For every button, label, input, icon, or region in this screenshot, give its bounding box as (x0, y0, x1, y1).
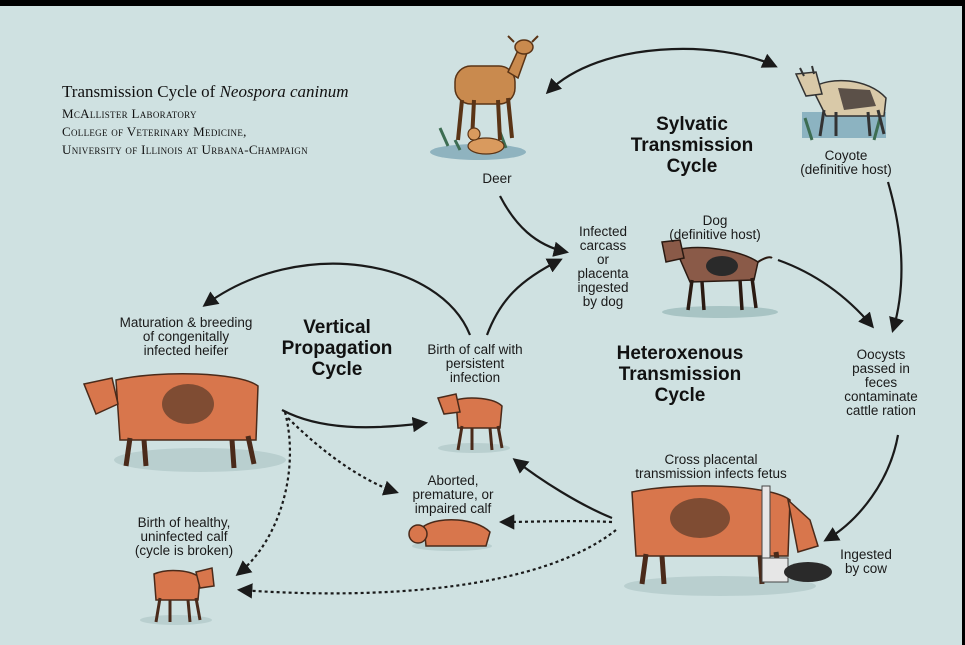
coyote-icon (794, 65, 887, 141)
arrows-solid (202, 47, 904, 542)
heteroxenous-cycle-title: Heteroxenous Transmission Cycle (616, 343, 744, 406)
university-name: University of Illinois at Urbana-Champai… (62, 142, 308, 157)
arrow-dog-oocysts (777, 258, 874, 329)
calf-icon (408, 519, 492, 551)
ingested-label: Ingested by cow (840, 547, 892, 576)
calf-icon (140, 567, 215, 625)
arrow-deer-coyote (545, 47, 778, 95)
arrow-calf-carcass (485, 258, 563, 336)
arrow-heifer-healthy (235, 411, 292, 576)
diagram-canvas (0, 6, 962, 645)
college-name: College of Veterinary Medicine, (62, 124, 247, 139)
cow-icon (624, 485, 819, 596)
healthy-calf-label: Birth of healthy, uninfected calf (cycle… (134, 515, 234, 558)
arrow-oocysts-cow (823, 434, 900, 542)
maturation-label: Maturation & breeding of congenitally in… (119, 315, 253, 358)
deer-icon (430, 35, 539, 160)
feed-bin-icon (761, 485, 832, 583)
calf-icon (436, 393, 510, 453)
species-name: Neospora caninum (219, 82, 349, 101)
arrow-deer-carcass (499, 195, 570, 257)
aborted-label: Aborted, premature, or impaired calf (412, 473, 494, 516)
sylvatic-cycle-title: Sylvatic Transmission Cycle (630, 114, 754, 177)
diagram-title: Transmission Cycle of Neospora caninum (62, 82, 349, 101)
arrow-heifer-calf (281, 409, 429, 433)
coyote-label: Coyote (definitive host) (800, 148, 892, 177)
arrow-heifer-aborted (287, 417, 399, 496)
cow-icon (82, 373, 286, 472)
arrow-cow-calf (512, 458, 613, 520)
birth-persistent-label: Birth of calf with persistent infection (427, 342, 523, 385)
vertical-cycle-title: Vertical Propagation Cycle (281, 317, 393, 380)
deer-label: Deer (482, 171, 512, 186)
lab-name: McAllister Laboratory (62, 106, 197, 121)
carcass-label: Infected carcass or placenta ingested by… (577, 224, 629, 309)
arrow-cow-healthy (236, 529, 617, 599)
oocysts-label: Oocysts passed in feces contaminate catt… (844, 347, 918, 418)
arrow-coyote-oocysts (886, 181, 904, 333)
arrow-calf-heifer (202, 262, 472, 336)
dog-icon (661, 239, 778, 318)
dog-label: Dog (definitive host) (669, 213, 761, 242)
arrow-cow-aborted (498, 514, 613, 530)
arrows-dotted (235, 411, 617, 599)
cross-placental-label: Cross placental transmission infects fet… (635, 452, 787, 481)
